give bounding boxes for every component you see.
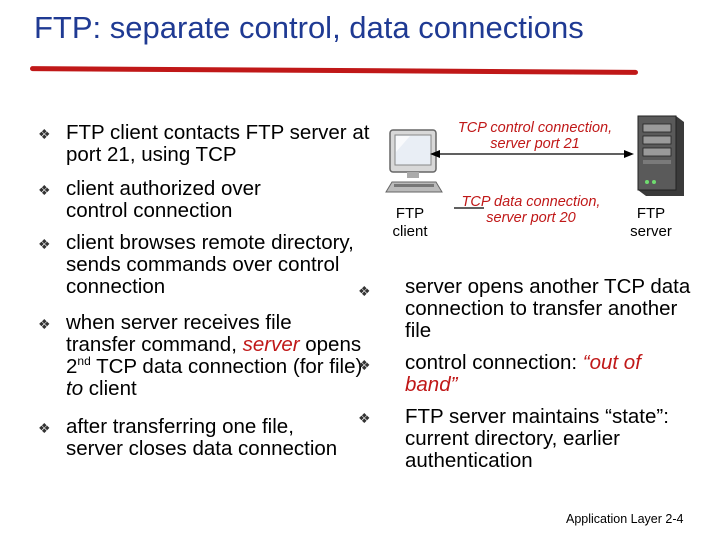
computer-monitor-icon xyxy=(385,129,443,193)
highlighted-out-of-band: “out of band” xyxy=(405,351,641,396)
bullet-marker-icon: ❖ xyxy=(38,316,51,332)
slide-footer: Application Layer 2-4 xyxy=(566,512,683,526)
superscript-nd: nd xyxy=(77,354,91,369)
control-arrowhead-left-icon xyxy=(430,150,440,158)
server-tower-icon xyxy=(637,115,684,196)
bullet-marker-icon: ❖ xyxy=(358,410,371,426)
control-connection-label: TCP control connection, server port 21 xyxy=(457,120,613,152)
ftp-connection-diagram xyxy=(385,115,684,209)
bullet-marker-icon: ❖ xyxy=(358,357,371,373)
bullet-text-segment: client xyxy=(83,377,137,400)
italic-to: to xyxy=(66,377,84,400)
bullet-text-segment: TCP data connection (for file) xyxy=(90,355,363,378)
bullet-client-browses: client browses remote directory, sends c… xyxy=(66,231,354,298)
bullet-client-contacts: FTP client contacts FTP server at port 2… xyxy=(66,121,370,166)
bullet-text-segment: when server receives file transfer comma… xyxy=(66,311,292,356)
bullet-after-transferring: after transferring one file, server clos… xyxy=(66,415,338,460)
ftp-server-label: FTP server xyxy=(630,205,672,240)
highlighted-server: server xyxy=(242,333,300,356)
control-arrowhead-right-icon xyxy=(624,150,634,158)
bullet-marker-icon: ❖ xyxy=(38,420,51,436)
footer-label: Application Layer xyxy=(566,512,662,526)
bullet-ftp-state: FTP server maintains “state”: current di… xyxy=(405,405,669,472)
title-underline xyxy=(29,66,639,75)
bullet-server-receives: when server receives file transfer comma… xyxy=(66,312,366,400)
bullet-marker-icon: ❖ xyxy=(38,236,51,252)
bullet-server-opens-another: server opens another TCP data connection… xyxy=(405,275,691,342)
ftp-client-label: FTP client xyxy=(392,205,428,240)
bullet-marker-icon: ❖ xyxy=(38,182,51,198)
bullet-client-authorized: client authorized over control connectio… xyxy=(66,177,261,222)
bullet-out-of-band: control connection: “out of band” xyxy=(405,352,695,396)
bullet-text-segment: opens 2 xyxy=(66,333,362,378)
data-connection-label: TCP data connection, server port 20 xyxy=(461,194,601,226)
footer-page-number: 2-4 xyxy=(665,512,684,526)
bullet-marker-icon: ❖ xyxy=(38,126,51,142)
bullet-text-segment: control connection: xyxy=(405,351,583,374)
bullet-marker-icon: ❖ xyxy=(358,283,371,299)
slide-title: FTP: separate control, data connections xyxy=(34,10,584,45)
